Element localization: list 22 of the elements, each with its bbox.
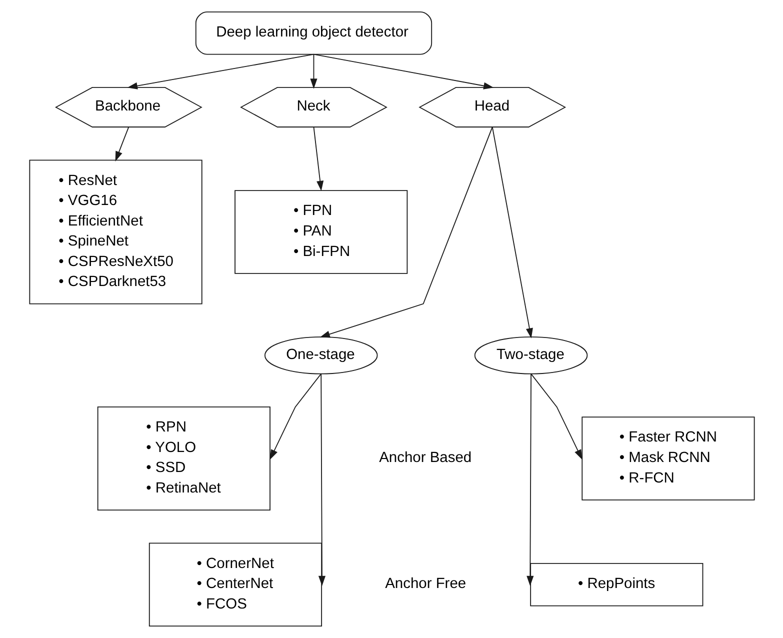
arrow — [312, 54, 494, 90]
node-box: • RPN • YOLO • SSD • RetinaNet — [96, 406, 270, 511]
arrow — [114, 126, 129, 162]
arrow — [526, 373, 534, 586]
arrow — [126, 54, 314, 90]
node-box: • ResNet • VGG16 • EfficientNet • SpineNet • CSPResNeXt50 • CSPDarknet53 — [28, 160, 202, 304]
arrow — [269, 373, 322, 460]
node-box: • CornerNet • CenterNet • FCOS — [148, 542, 322, 627]
label: Anchor Free — [384, 576, 466, 592]
node-ellipse: Two-stage — [474, 336, 588, 374]
node-box: Deep learning object detector — [194, 11, 432, 55]
node-box: • FPN • PAN • Bi-FPN — [234, 190, 408, 274]
label: Anchor Based — [378, 450, 472, 466]
arrow — [530, 373, 582, 460]
arrow — [312, 126, 324, 192]
node-box: • RepPoints — [530, 563, 703, 606]
arrow — [491, 126, 532, 338]
node-box: • Faster RCNN • Mask RCNN • R-FCN — [581, 416, 754, 500]
arrow — [319, 126, 492, 338]
arrow — [310, 54, 317, 89]
node-ellipse: One-stage — [264, 336, 378, 374]
arrow — [318, 373, 326, 586]
